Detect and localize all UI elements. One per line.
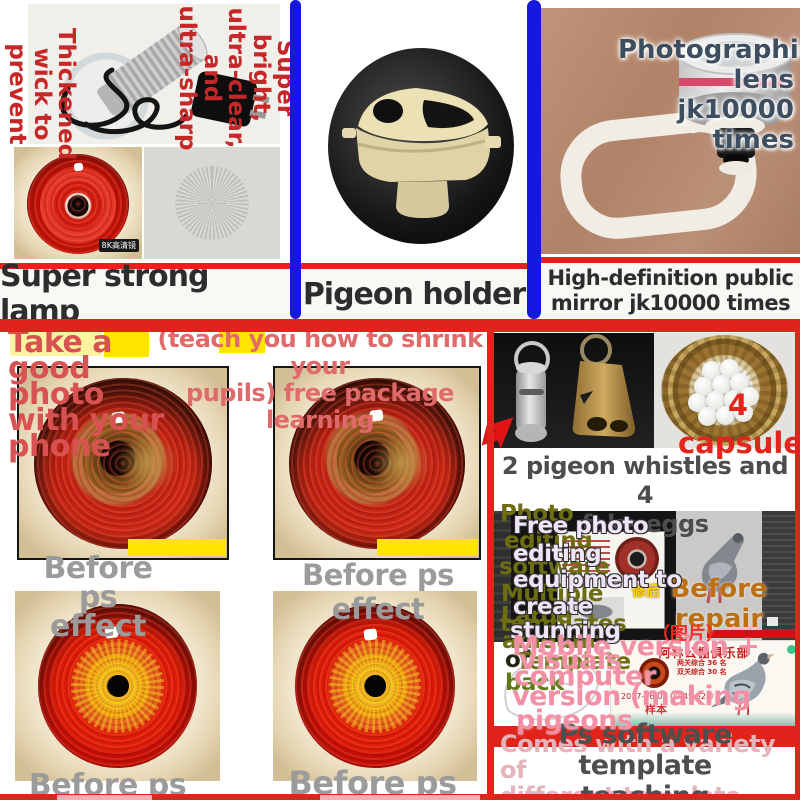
pigeon-holder-illustration	[342, 88, 501, 218]
overlay-word-olive: amount	[502, 628, 599, 654]
whistles-illustration	[514, 334, 636, 442]
card-date: 2017-06-01 09:45:32秒	[621, 692, 714, 701]
lamp-illustration	[59, 23, 270, 140]
red-right-border	[795, 319, 800, 800]
yellow-highlight-1	[10, 331, 102, 356]
band-hd-mirror: High-definition public mirror jk10000 ti…	[541, 257, 800, 319]
overlay-word-olive: templates	[500, 611, 627, 637]
overlay-word-olive: Photo	[500, 501, 574, 527]
overlay-word-white: create	[513, 594, 593, 620]
photoshop-screenshot: 修后	[494, 511, 796, 642]
overlay-word-white: stunning	[510, 618, 621, 644]
overlay-word-pink: pigeons	[516, 705, 633, 736]
overlay-word-olive: Template	[516, 649, 631, 675]
ps-canvas-light	[676, 511, 762, 642]
lens-caption: Photographic lens jk10000 times	[618, 35, 800, 155]
overlay-word-pink: Mobile version +	[512, 631, 760, 662]
teach-slogan: (teach you how to shrink your pupils) fr…	[157, 325, 483, 434]
overlay-word-olive: editing	[504, 528, 593, 554]
before-repair-label: Before repair	[670, 574, 768, 634]
blue-divider-bar-1	[290, 0, 301, 319]
red-separator-strip	[0, 319, 800, 332]
overlay-word-dark: of	[505, 647, 530, 673]
red-eye-sample-photo: 8K高清镜	[14, 147, 142, 259]
pigeon-eye-photo-1	[17, 366, 229, 560]
before-ps-label-1: Before ps effect	[43, 551, 153, 644]
ps-layers-panel	[762, 511, 796, 642]
pigeon-eye-iris	[289, 377, 465, 549]
whistles-photo	[494, 333, 654, 448]
yellow-highlight-3	[219, 330, 265, 353]
whistles-caption: 2 pigeon whistles and 4 fake eggs	[501, 452, 789, 538]
ps-teaching-label: Ps software template teaching	[558, 719, 732, 800]
lamp-product-photo	[28, 4, 280, 144]
pigeon-eye-iris	[33, 377, 213, 549]
overlay-word-white: equipment to	[513, 567, 682, 593]
red-vertical-divider	[487, 319, 494, 800]
ps-toolbar	[494, 511, 511, 642]
pigeon-thumb	[562, 597, 624, 624]
band-right-label: High-definition public mirror jk10000 ti…	[547, 266, 794, 315]
card-eye-photo	[639, 658, 669, 688]
pink-border-segment	[57, 795, 152, 800]
overlay-word-pink: computer	[514, 661, 656, 692]
overlay-word-white: editing	[513, 541, 602, 567]
after-fix-label: 修后	[632, 584, 660, 600]
picture-cn-label: （图片）	[652, 624, 724, 645]
teal-dot-icon	[787, 645, 796, 654]
rotated-slogan-left: Thickened wick to prevent	[4, 27, 79, 161]
overlay-word-pink: visuals	[519, 645, 622, 676]
band-super-strong-lamp: Super strong lamp	[0, 259, 290, 329]
band-pigeon-holder: Pigeon holder	[301, 263, 527, 319]
photo-watermark: 8K高清镜	[98, 239, 139, 252]
pedigree-card-thumb: 修后	[557, 531, 665, 629]
red-band-bottom	[494, 726, 800, 747]
eye-glint	[73, 162, 84, 172]
ps-canvas-dark: 修后	[511, 511, 676, 642]
pigeon-eye-photo-4	[273, 591, 477, 781]
card-landscape	[611, 712, 797, 727]
fake-eggs-photo	[654, 333, 795, 448]
blue-divider-bar-2	[527, 0, 541, 319]
lamp-reflector	[160, 151, 264, 255]
pigeon-line-sketch	[504, 655, 599, 721]
pigeon-photo-small	[701, 533, 744, 604]
take-photo-slogan: Take a good photo with your phone	[8, 325, 164, 464]
overlay-word-olive: Large	[501, 603, 573, 629]
lens-product-photo	[541, 8, 800, 254]
pigeon-eye-iris	[37, 604, 198, 768]
card-title: 阿林公棚俱乐部	[658, 646, 750, 660]
pigeon-eye-photo-2	[273, 366, 481, 560]
band-middle-label: Pigeon holder	[302, 276, 526, 312]
ps-red-strip	[707, 630, 796, 638]
pigeon-holder-photo	[328, 48, 514, 244]
overlay-word-white: Free photo	[513, 513, 649, 539]
lens-illustration	[560, 33, 792, 239]
card-text-lines	[562, 540, 610, 582]
rotated-slogan-right: Super bright, ultra-clear, and ultra-sha…	[174, 5, 299, 151]
pigeon-holder-panel	[301, 0, 527, 263]
yellow-bar-photo1	[128, 539, 226, 556]
pink-border-segment	[320, 795, 480, 800]
overlay-word-green: back	[505, 670, 564, 696]
pigeon-eye-iris	[295, 604, 455, 768]
eye-thumb	[615, 537, 659, 581]
card-results: 两关综合 36 名 双关综合 30 名	[677, 659, 727, 676]
overlay-word-pink: version (making	[512, 681, 751, 712]
ps-swatch	[767, 617, 778, 626]
capsules-label: 4 capsules	[678, 388, 800, 460]
overlay-word-olive: Multiple	[501, 581, 603, 607]
pigeon-eye-photo-3	[15, 591, 220, 781]
overlay-word-olive: software	[499, 554, 610, 580]
lamp-head-photo	[144, 147, 280, 259]
before-ps-label-2: Before ps effect	[302, 558, 454, 626]
yellow-highlight-2	[104, 330, 149, 357]
yellow-bar-photo2	[377, 539, 478, 556]
